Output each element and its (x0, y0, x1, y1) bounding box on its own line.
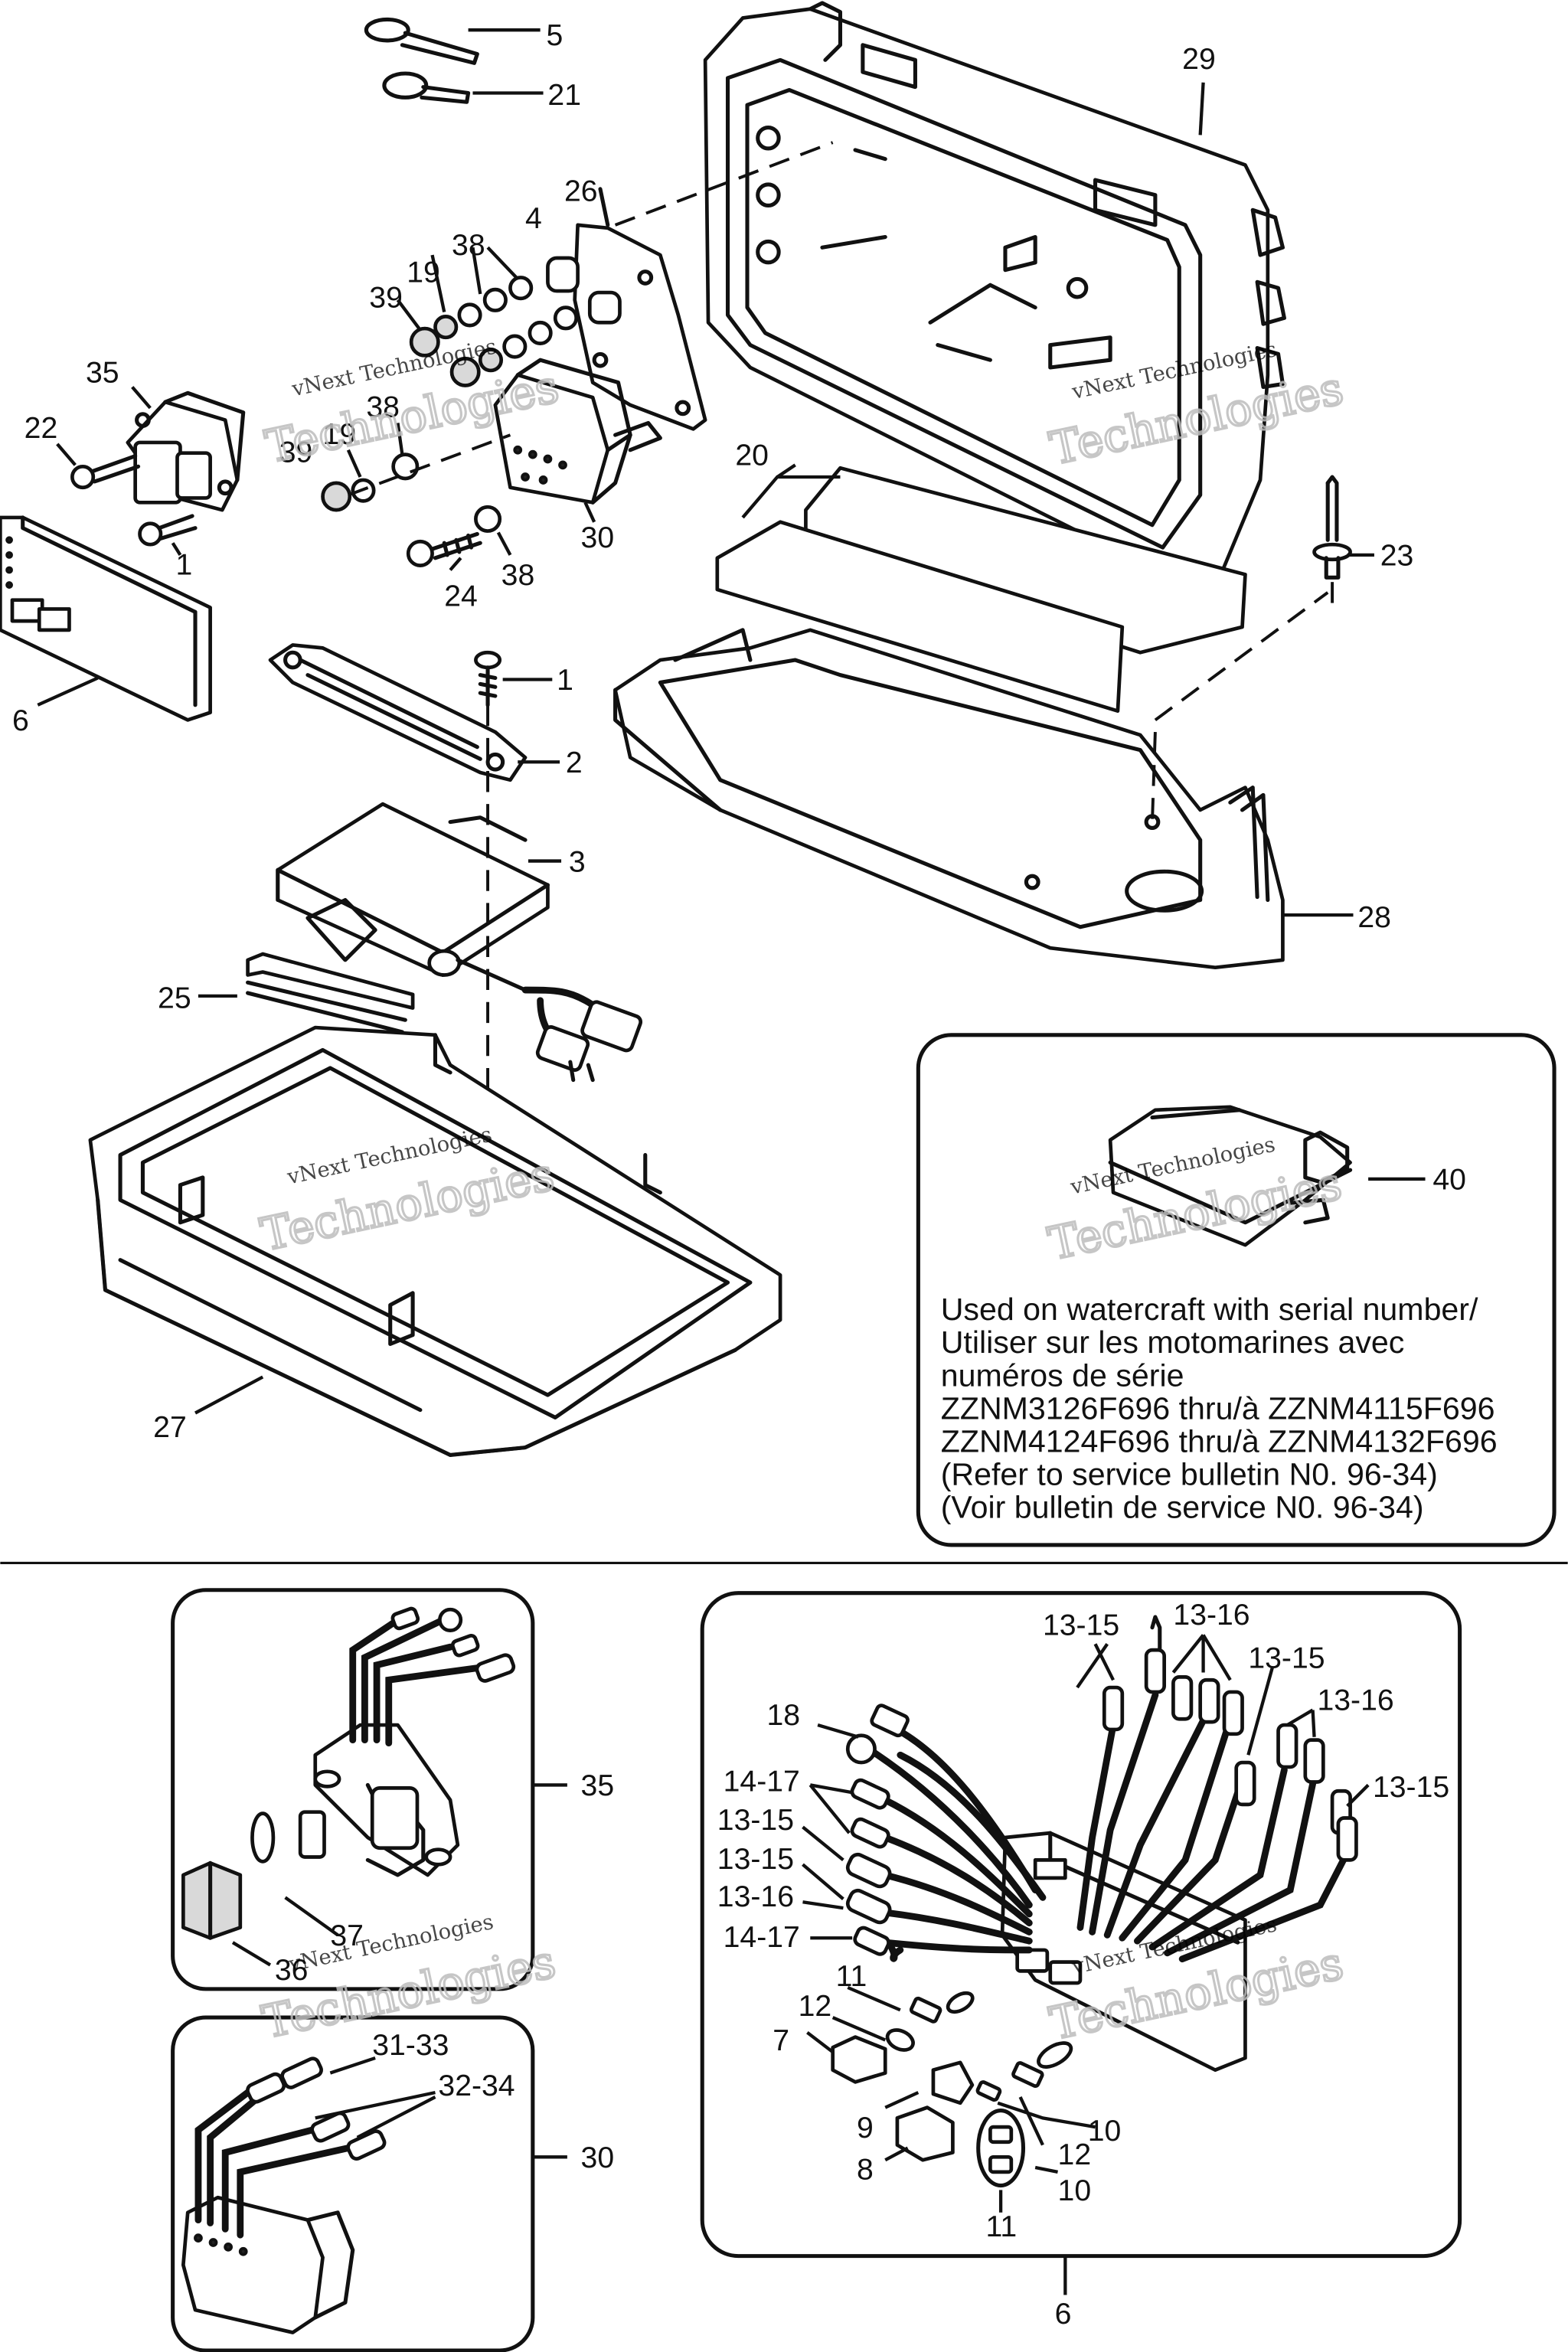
callout-32-34-label: 32-34 (438, 2069, 514, 2102)
callout-29-label: 29 (1182, 43, 1216, 76)
callout-26-label: 26 (564, 175, 598, 208)
callout-13-15-left-a-label: 13-15 (717, 1804, 794, 1837)
callout-2-label: 2 (566, 746, 583, 779)
callout-13-16-top-label: 13-16 (1173, 1599, 1250, 1632)
callout-25-label: 25 (158, 982, 191, 1015)
callout-21-label: 21 (547, 79, 581, 112)
screw-24 (406, 531, 482, 567)
regulator-35 (126, 390, 246, 512)
circuit-board-6 (0, 515, 212, 722)
callout-24-label: 24 (444, 580, 478, 613)
callout-38-mid-label: 38 (366, 391, 400, 424)
pin-23 (1312, 475, 1352, 580)
spacer-strips-25 (246, 952, 415, 1034)
callout-13-16-left-label: 13-16 (717, 1880, 794, 1913)
callout-19-mid-label: 19 (323, 418, 357, 451)
pads-20 (715, 466, 1247, 714)
callout-37-label: 37 (330, 1919, 364, 1952)
housing-29 (703, 1, 1286, 580)
callout-22-label: 22 (24, 412, 58, 445)
callout-36-label: 36 (275, 1954, 309, 1987)
callout-28-label: 28 (1357, 901, 1391, 934)
callouts-main: 5 21 29 26 4 38 19 39 35 38 22 19 39 30 … (12, 19, 1413, 1444)
detail-box-35: 35 37 36 (171, 1588, 615, 1991)
callout-6-detail-label: 6 (1055, 2298, 1072, 2331)
callout-18-label: 18 (766, 1699, 800, 1732)
note-line-1: Used on watercraft with serial number/ (941, 1292, 1478, 1327)
screw-1-lower (474, 650, 502, 707)
callout-30-label: 30 (581, 521, 615, 554)
callout-8-label: 8 (857, 2154, 874, 2187)
detail-box-30: 31-33 32-34 30 (171, 2015, 615, 2352)
module-30 (493, 358, 662, 505)
hardware-38-19-39 (409, 276, 579, 387)
callout-4-label: 4 (525, 202, 542, 235)
cable-tie-5 (364, 17, 479, 65)
callout-9-label: 9 (857, 2112, 874, 2145)
callout-3-label: 3 (569, 845, 586, 878)
cover-28 (613, 628, 1285, 970)
tray-27 (88, 1025, 782, 1457)
callout-13-16-right-label: 13-16 (1317, 1684, 1393, 1717)
callout-12-upper-label: 12 (799, 1990, 832, 2023)
callout-40-label: 40 (1432, 1164, 1466, 1197)
callout-6-label: 6 (12, 704, 29, 737)
callout-13-15-top-right-label: 13-15 (1248, 1642, 1325, 1675)
callout-1-upper-label: 1 (176, 548, 193, 581)
callout-38-top-label: 38 (452, 229, 485, 262)
callout-39-top-label: 39 (369, 282, 403, 315)
callout-1-lower-label: 1 (557, 664, 573, 697)
callout-11-lower-label: 11 (986, 2210, 1018, 2243)
callout-39-mid-label: 39 (279, 436, 313, 469)
callout-5-label: 5 (546, 19, 563, 52)
callout-10-lower-label: 10 (1058, 2174, 1092, 2207)
callout-23-label: 23 (1380, 540, 1414, 573)
callout-13-15-top-left-label: 13-15 (1043, 1609, 1119, 1642)
bracket-2 (268, 643, 528, 782)
callout-10-upper-label: 10 (1088, 2115, 1122, 2148)
spacer-4 (546, 256, 622, 325)
callout-20-label: 20 (735, 439, 769, 472)
screw-1-upper (138, 514, 198, 547)
hardware-39-19-38-lower (321, 452, 502, 533)
note-line-6: (Refer to service bulletin N0. 96-34) (941, 1457, 1438, 1492)
callout-31-33-label: 31-33 (372, 2029, 449, 2062)
callout-11-upper-label: 11 (836, 1960, 867, 1993)
note-line-2: Utiliser sur les motomarines avec (941, 1325, 1405, 1360)
callout-13-15-right-label: 13-15 (1373, 1771, 1449, 1804)
screw-22 (70, 454, 141, 490)
callout-27-label: 27 (153, 1411, 187, 1444)
callout-19-top-label: 19 (407, 256, 440, 289)
cdi-module-3 (276, 802, 643, 1083)
callout-35-label: 35 (86, 357, 119, 390)
detail-box-6: 13-15 13-16 13-15 13-16 13-15 18 14-17 1… (700, 1591, 1462, 2331)
callout-14-17-lower-label: 14-17 (724, 1921, 800, 1954)
watermark-5: Technologies vNext Technologies (256, 1910, 561, 2050)
callout-30-detail-label: 30 (581, 2141, 615, 2174)
note-line-7: (Voir bulletin de service N0. 96-34) (941, 1490, 1424, 1525)
callout-14-17-upper-label: 14-17 (724, 1765, 800, 1798)
callout-13-15-left-b-label: 13-15 (717, 1843, 794, 1876)
note-box: 40 Used on watercraft with serial number… (916, 1033, 1557, 1547)
callout-7-label: 7 (773, 2024, 789, 2057)
note-line-3: numéros de série (941, 1357, 1184, 1393)
callout-12-lower-label: 12 (1058, 2138, 1092, 2171)
callout-35-detail-label: 35 (581, 1769, 615, 1802)
note-line-4: ZZNM3126F696 thru/à ZZNM4115F696 (941, 1390, 1495, 1426)
cable-tie-21 (382, 71, 471, 104)
callout-38-low-label: 38 (501, 559, 535, 592)
note-line-5: ZZNM4124F696 thru/à ZZNM4132F696 (941, 1423, 1498, 1459)
